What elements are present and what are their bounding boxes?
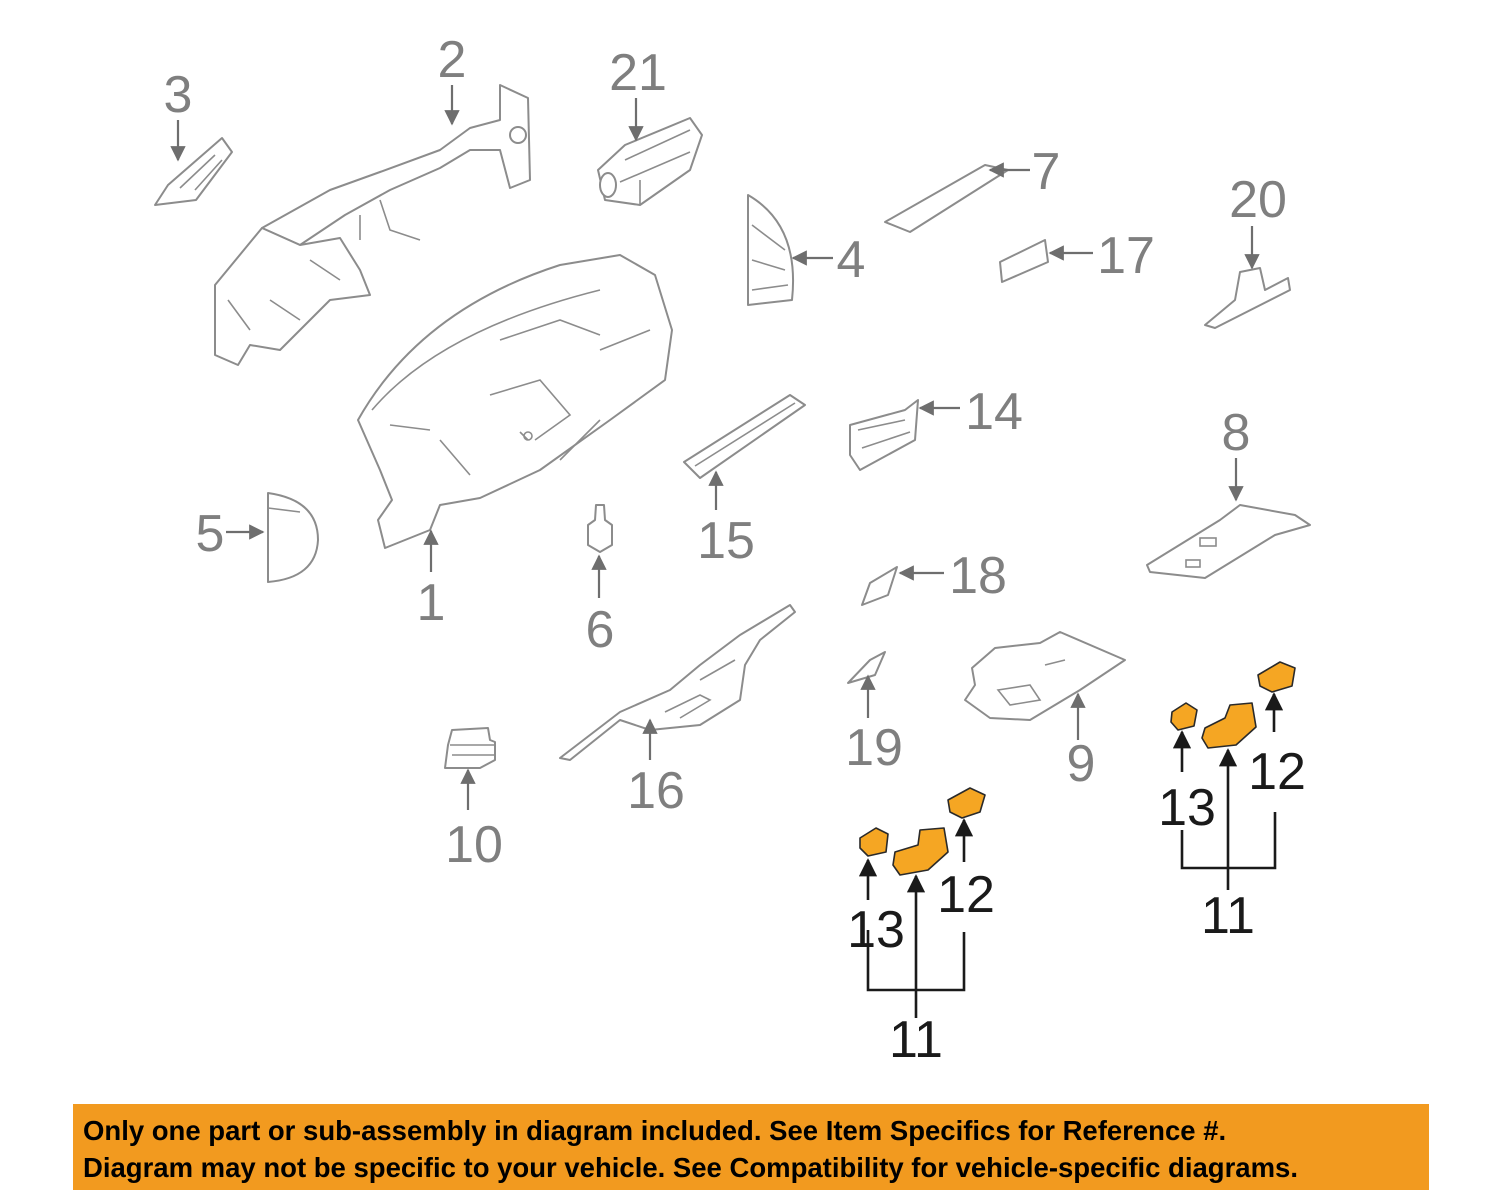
disclaimer-line-1: Only one part or sub-assembly in diagram… <box>83 1115 1227 1146</box>
callout-17: 17 <box>1097 227 1155 285</box>
part-19 <box>847 651 886 684</box>
callout-12-a: 12 <box>937 866 995 924</box>
part-12-a <box>947 787 986 819</box>
callout-6: 6 <box>586 601 615 659</box>
part-2 <box>214 84 531 366</box>
part-11-a <box>892 827 949 876</box>
part-5 <box>267 492 319 583</box>
disclaimer-banner: Only one part or sub-assembly in diagram… <box>73 1104 1429 1190</box>
callout-2: 2 <box>438 31 467 89</box>
part-4 <box>747 194 794 306</box>
part-1 <box>357 254 673 549</box>
callout-9: 9 <box>1067 735 1096 793</box>
callout-7: 7 <box>1032 143 1061 201</box>
part-21 <box>597 117 703 206</box>
callout-8: 8 <box>1222 404 1251 462</box>
callout-labels: 3 2 21 7 4 17 20 14 8 5 1 6 15 18 19 9 1… <box>164 31 1306 1069</box>
callout-13-a: 13 <box>847 901 905 959</box>
part-12-b <box>1257 661 1296 693</box>
callout-15: 15 <box>697 512 755 570</box>
callout-4: 4 <box>837 231 866 289</box>
callout-20: 20 <box>1229 171 1287 229</box>
part-3 <box>154 137 233 206</box>
part-16 <box>559 604 796 761</box>
callout-1: 1 <box>417 574 446 632</box>
parts-diagram: 3 2 21 7 4 17 20 14 8 5 1 6 15 18 19 9 1… <box>154 31 1311 1069</box>
part-15 <box>683 394 806 479</box>
part-6 <box>587 504 613 553</box>
part-14 <box>849 399 919 471</box>
callout-11-b: 11 <box>1201 887 1255 945</box>
callout-11-a: 11 <box>889 1011 943 1069</box>
callout-21: 21 <box>609 44 667 102</box>
part-9 <box>964 631 1126 721</box>
callout-13-b: 13 <box>1158 779 1216 837</box>
bracket-11-b <box>1180 812 1277 870</box>
callout-14: 14 <box>965 383 1023 441</box>
disclaimer-line-2: Diagram may not be specific to your vehi… <box>83 1152 1298 1183</box>
part-13-b <box>1170 702 1198 731</box>
part-18 <box>861 566 898 606</box>
callout-16: 16 <box>627 762 685 820</box>
part-10 <box>444 727 496 769</box>
leader-lines <box>170 85 1284 1018</box>
part-17 <box>999 239 1049 283</box>
callout-5: 5 <box>196 505 225 563</box>
bracket-11-a <box>866 930 966 992</box>
part-7 <box>884 164 1009 233</box>
part-8 <box>1146 504 1311 579</box>
callout-10: 10 <box>445 816 503 874</box>
callout-18: 18 <box>949 547 1007 605</box>
part-11-b <box>1201 702 1257 749</box>
callout-12-b: 12 <box>1248 743 1306 801</box>
callout-19: 19 <box>845 719 903 777</box>
callout-3: 3 <box>164 66 193 124</box>
part-13-a <box>859 827 889 857</box>
part-20 <box>1204 267 1291 329</box>
